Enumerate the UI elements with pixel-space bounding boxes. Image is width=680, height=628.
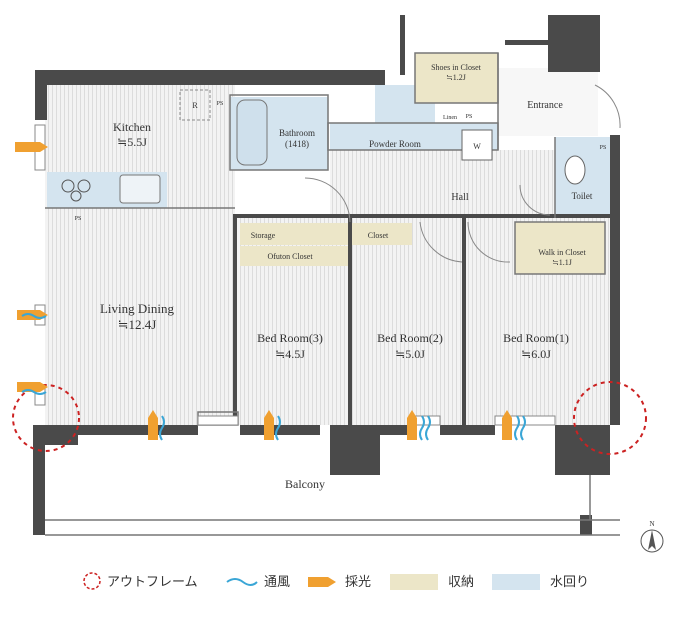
compass: N [640,520,664,553]
daylight-icon [15,142,48,152]
ventilation-icon [425,415,431,441]
room-name-hall: Hall [451,192,468,203]
legend-storage: 収納 [448,575,474,590]
room-size-kitchen: ≒5.5J [117,135,147,149]
water-legend-swatch [492,574,540,590]
ps-label: PS [600,145,607,151]
room-size-bedroom3: ≒4.5J [275,347,305,361]
room-name-shoes-closet: Shoes in Closet [431,63,482,72]
futon-closet-area [240,246,350,266]
ventilation-legend-icon [226,578,258,586]
refrigerator-space [179,89,211,121]
storage-legend-swatch [390,574,438,590]
daylight-icon [264,410,274,440]
room-size-bedroom1: ≒6.0J [521,347,551,361]
closet-area [240,223,412,245]
toilet-bowl [564,155,586,185]
room-name-kitchen: Kitchen [113,120,151,134]
washer-label: W [473,142,481,151]
room-name-bedroom2: Bed Room(2) [377,331,443,345]
ventilation-icon [275,415,281,441]
room-size-living-dining: ≒12.4J [118,317,157,332]
linen-label: Linen [443,115,457,121]
living-floor [45,85,235,425]
ventilation-icon [520,415,526,441]
entrance-floor [498,68,598,136]
daylight-legend-icon [308,577,336,587]
ventilation-icon [514,415,520,441]
room-name-bedroom1: Bed Room(1) [503,331,569,345]
room-name-powder-room: Powder Room [369,139,421,149]
hall-floor [330,150,555,218]
bathtub [236,99,268,166]
room-name-bedroom3: Bed Room(3) [257,331,323,345]
outframe-marker [573,381,647,455]
compass-north-label: N [649,520,654,528]
room-name-walk-in-closet: Walk in Closet [538,248,586,257]
stove-burner-icon [70,190,82,202]
shoes-closet-area [415,53,498,103]
walls [33,15,620,535]
daylight-icon [407,410,417,440]
room-name-storage: Storage [251,231,276,240]
stove-burner-icon [77,179,91,193]
interior-lines [45,52,620,536]
room-size-bathroom: (1418) [285,139,309,149]
kitchen-sink [119,174,161,204]
room-name-closet: Closet [368,231,389,240]
stove-burner-icon [61,179,75,193]
legend-ventilation: 通風 [264,575,290,590]
room-name-living-dining: Living Dining [100,301,175,316]
room-name-bathroom: Bathroom [279,128,315,138]
ventilation-icon [159,415,165,441]
daylight-icon [148,410,158,440]
outframe-marker [12,384,80,452]
daylight-icon [502,410,512,440]
room-name-entrance: Entrance [527,100,563,111]
ventilation-icon [21,313,47,319]
room-size-shoes-closet: ≒1.2J [446,73,466,82]
ventilation-icon [419,415,425,441]
room-name-balcony: Balcony [285,477,325,491]
room-name-futon-closet: Ofuton Closet [267,252,313,261]
legend-daylight: 採光 [345,575,371,590]
legend: アウトフレーム 通風 採光 収納 水回り [83,572,589,590]
room-size-walk-in-closet: ≒1.1J [552,258,572,267]
ps-label: PS [466,114,473,120]
legend-outframe: アウトフレーム [107,575,198,590]
room-size-bedroom2: ≒5.0J [395,347,425,361]
ventilation-icon [21,389,47,395]
refrigerator-label: R [192,101,198,110]
ps-label: PS [75,216,82,222]
washer-space [461,129,493,161]
legend-water: 水回り [550,575,589,590]
ps-label: PS [217,101,224,107]
ventilation-waves [21,313,526,441]
room-name-toilet: Toilet [572,191,593,201]
outframe-legend-icon [83,572,101,590]
wic-area [515,222,605,274]
door-swings [304,84,621,263]
daylight-icon [17,382,48,392]
